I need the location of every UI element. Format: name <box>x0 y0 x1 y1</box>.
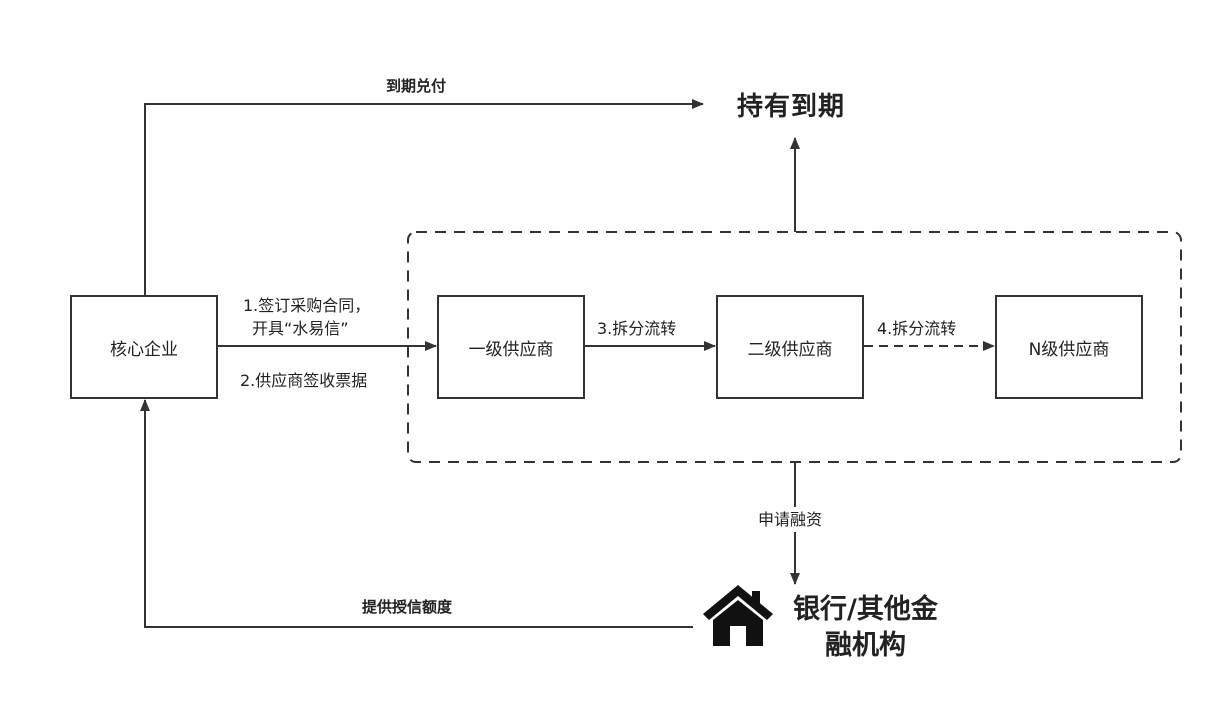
bank-name-line2: 融机构 <box>825 630 906 661</box>
provide-credit-label: 提供授信额度 <box>362 598 453 616</box>
tierN-supplier-node: N级供应商 <box>995 295 1143 399</box>
provide-credit-arrow <box>140 399 693 628</box>
tierN-supplier-label: N级供应商 <box>1028 339 1110 360</box>
bank-name-line1: 银行/其他金 <box>793 594 938 625</box>
tier1-supplier-label: 一级供应商 <box>468 339 554 360</box>
split-transfer-1-label: 3.拆分流转 <box>597 319 677 338</box>
supplier-signs-label: 2.供应商签收票据 <box>240 371 368 390</box>
core-enterprise-node: 核心企业 <box>70 295 218 399</box>
maturity-payment-label: 到期兑付 <box>386 77 447 95</box>
sign-contract-label-line2: 开具“水易信” <box>252 319 349 338</box>
hold-to-maturity-node: 持有到期 <box>737 92 846 122</box>
tier2-supplier-label: 二级供应商 <box>747 339 833 360</box>
split-transfer-2-label: 4.拆分流转 <box>877 319 957 338</box>
tier1-supplier-node: 一级供应商 <box>437 295 585 399</box>
bank-node: 银行/其他金 融机构 <box>778 592 953 664</box>
tier2-supplier-node: 二级供应商 <box>716 295 864 399</box>
sign-contract-label-line1: 1.签订采购合同， <box>243 296 371 315</box>
maturity-payment-arrow <box>144 99 704 295</box>
house-icon <box>703 585 773 646</box>
apply-financing-label: 申请融资 <box>758 507 823 532</box>
core-enterprise-label: 核心企业 <box>110 339 178 360</box>
